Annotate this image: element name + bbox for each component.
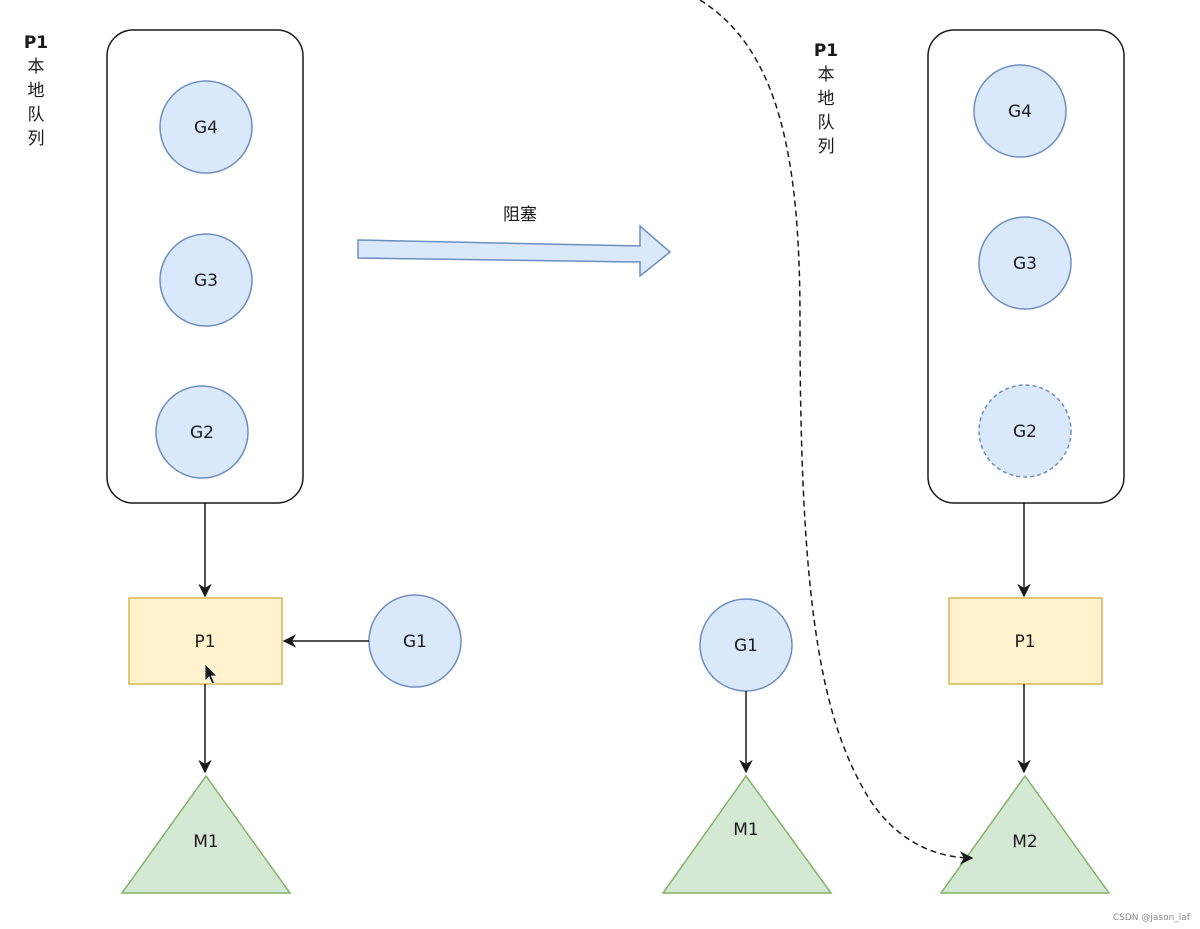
- left-queue-label-char-4: 列: [28, 129, 45, 149]
- left-goroutine-g3-label: G3: [194, 271, 218, 291]
- right-machine-m1: [661, 774, 833, 894]
- right-panel: P1 本 地 队 列 G4 G3 G2 P1 M2 G1 M1: [661, 0, 1125, 894]
- left-panel: P1 本 地 队 列 G4 G3 G2 P1 G1 M1: [24, 29, 462, 894]
- right-queue-label-char-3: 队: [818, 113, 835, 133]
- right-goroutine-g3: [978, 216, 1072, 310]
- right-machine-m2-label: M2: [1012, 832, 1037, 852]
- right-machine-m2: [939, 774, 1111, 894]
- left-goroutine-g3: [159, 233, 253, 327]
- right-goroutine-g4-label: G4: [1008, 102, 1032, 122]
- blocking-transition: 阻塞: [357, 205, 672, 278]
- left-queue-label-char-3: 队: [28, 105, 45, 125]
- left-goroutine-g4-label: G4: [194, 118, 218, 138]
- left-queue-label-char-1: 本: [28, 57, 45, 77]
- handoff-dashed-edge: [699, 0, 974, 865]
- right-goroutine-g4: [973, 64, 1067, 158]
- cursor-icon: [204, 663, 218, 685]
- right-queue-label-p1: P1: [814, 41, 838, 61]
- right-queue-label-char-4: 列: [818, 137, 835, 157]
- watermark: CSDN @jason_laf: [1113, 913, 1191, 923]
- blocking-label: 阻塞: [503, 205, 537, 225]
- right-queue-label-char-2: 地: [818, 89, 835, 109]
- left-goroutine-g2-label: G2: [190, 423, 214, 443]
- right-goroutine-g3-label: G3: [1013, 254, 1037, 274]
- right-queue-label-char-1: 本: [818, 65, 835, 85]
- right-processor-p1-label: P1: [1014, 632, 1035, 652]
- right-goroutine-g1-label: G1: [734, 636, 758, 656]
- left-goroutine-g4: [159, 80, 253, 174]
- right-processor-p1: [948, 597, 1103, 685]
- right-goroutine-g2-ghost: [978, 384, 1072, 478]
- left-goroutine-g1-label: G1: [403, 632, 427, 652]
- left-processor-p1-label: P1: [194, 632, 215, 652]
- left-queue-label-p1: P1: [24, 33, 48, 53]
- right-machine-m1-label: M1: [733, 820, 758, 840]
- left-machine-m1-label: M1: [193, 832, 218, 852]
- left-machine-m1: [120, 774, 292, 894]
- left-goroutine-g2: [155, 385, 249, 479]
- right-goroutine-g2-label: G2: [1013, 422, 1037, 442]
- left-queue-label-char-2: 地: [28, 81, 45, 101]
- blocking-arrow: [357, 224, 672, 278]
